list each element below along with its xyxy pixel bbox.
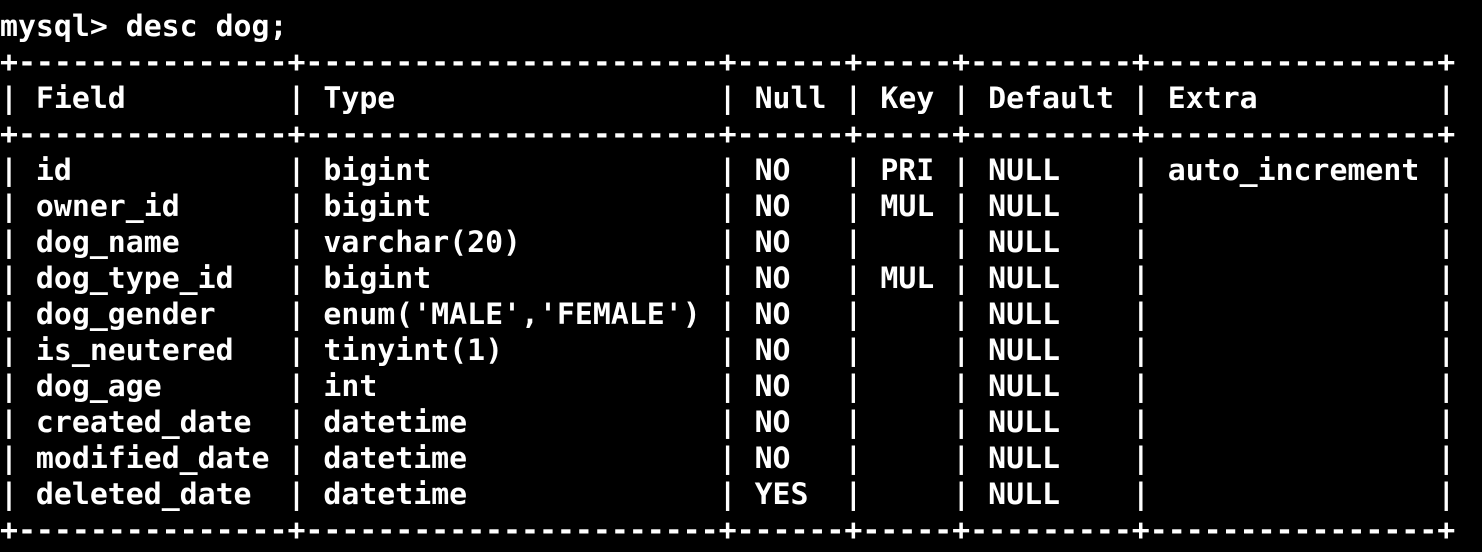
cell-type: bigint [323,261,432,295]
command-text: desc dog; [125,9,288,43]
table-header-row: | Field | Type | Null | Key | Default | … [0,81,1456,115]
cell-type: enum('MALE','FEMALE') [323,297,701,331]
cell-default: NULL [988,261,1061,295]
cell-field: id [35,153,72,187]
cell-type: tinyint(1) [323,333,504,367]
cell-null: NO [754,333,791,367]
cell-key: MUL [880,261,935,295]
cell-null: NO [754,261,791,295]
cell-default: NULL [988,333,1061,367]
cell-null: YES [754,477,809,511]
cell-type: int [323,369,378,403]
cell-field: dog_name [35,225,180,259]
table-row: | dog_name | varchar(20) | NO | | NULL |… [0,225,1456,259]
table-row: | modified_date | datetime | NO | | NULL… [0,441,1456,475]
table-row: | is_neutered | tinyint(1) | NO | | NULL… [0,333,1456,367]
cell-field: owner_id [35,189,180,223]
cell-key: MUL [880,189,935,223]
cell-extra: Extra [1167,81,1258,115]
table-row: | dog_gender | enum('MALE','FEMALE') | N… [0,297,1456,331]
cell-type: datetime [323,405,468,439]
cell-type: bigint [323,189,432,223]
cell-field: deleted_date [35,477,252,511]
prompt: mysql> [0,9,126,43]
table-border-top: +---------------+-----------------------… [0,45,1456,79]
cell-null: Null [754,81,827,115]
table-row: | dog_type_id | bigint | NO | MUL | NULL… [0,261,1456,295]
cell-null: NO [754,225,791,259]
cell-field: is_neutered [35,333,234,367]
cell-field: dog_age [35,369,162,403]
cell-field: dog_gender [35,297,216,331]
table-row: | created_date | datetime | NO | | NULL … [0,405,1456,439]
cell-null: NO [754,369,791,403]
cell-type: datetime [323,441,468,475]
command-line: mysql> desc dog; [0,8,287,44]
cell-null: NO [754,405,791,439]
cell-default: NULL [988,189,1061,223]
cell-null: NO [754,189,791,223]
table-border-bottom: +---------------+-----------------------… [0,513,1456,547]
cell-extra: auto_increment [1167,153,1420,187]
cell-default: NULL [988,477,1061,511]
cell-type: bigint [323,153,432,187]
cell-null: NO [754,153,791,187]
cell-default: NULL [988,225,1061,259]
cell-type: datetime [323,477,468,511]
cell-default: NULL [988,405,1061,439]
table-border-header: +---------------+-----------------------… [0,117,1456,151]
cell-default: NULL [988,297,1060,331]
cell-key: PRI [880,153,935,187]
cell-field: dog_type_id [35,261,234,295]
cell-null: NO [754,441,791,475]
cell-field: created_date [35,405,252,439]
cell-key: Key [880,81,935,115]
cell-default: NULL [988,153,1061,187]
cell-null: NO [754,297,791,331]
cell-type: varchar(20) [323,225,522,259]
cell-default: NULL [988,441,1061,475]
table-row: | owner_id | bigint | NO | MUL | NULL | … [0,189,1456,223]
table-row: | deleted_date | datetime | YES | | NULL… [0,477,1456,511]
cell-field: modified_date [35,441,270,475]
table-row: | id | bigint | NO | PRI | NULL | auto_i… [0,153,1456,187]
cell-type: Type [323,81,396,115]
table-row: | dog_age | int | NO | | NULL | | [0,369,1456,403]
cell-field: Field [35,81,126,115]
cell-default: NULL [988,369,1060,403]
cell-default: Default [988,81,1114,115]
